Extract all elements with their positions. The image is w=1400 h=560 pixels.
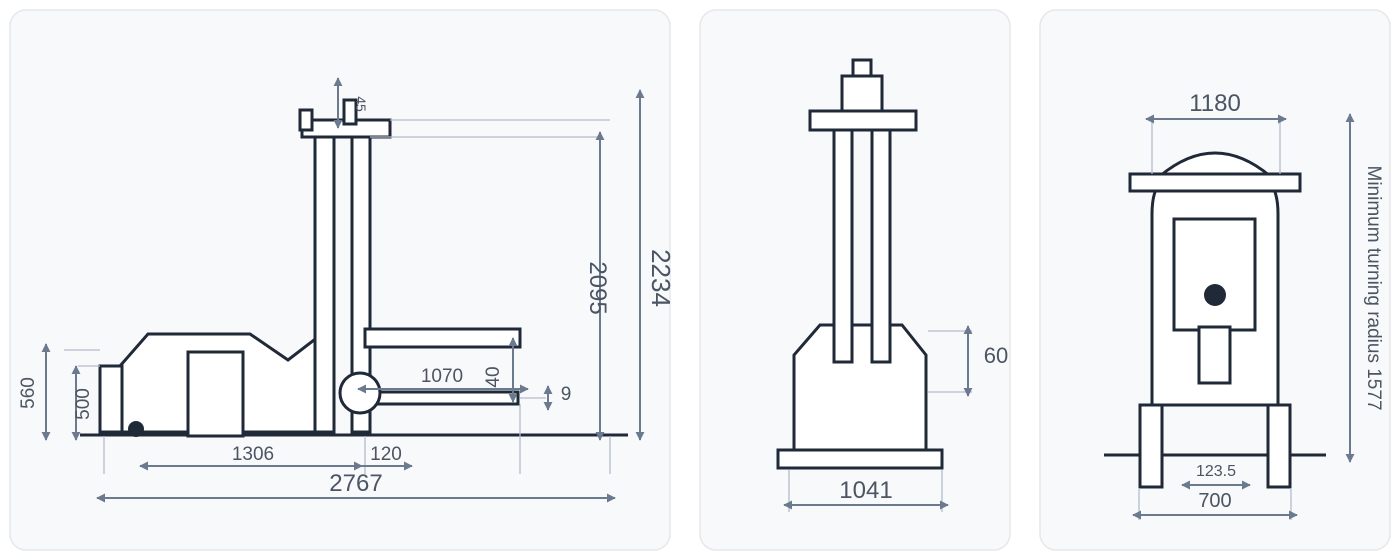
dim-fork-offset: 120 (370, 444, 402, 465)
front-top-bar (808, 109, 918, 132)
rear-wheel-left (1138, 403, 1164, 489)
front-base (776, 448, 944, 470)
rear-handle (1197, 325, 1232, 385)
dim-rear-top-width: 1180 (1189, 90, 1241, 117)
dim-overall-length: 2767 (329, 470, 382, 497)
front-chassis (792, 323, 928, 452)
rear-bumper (98, 364, 124, 434)
dim-height-500: 500 (73, 388, 94, 420)
rear-wheel (128, 421, 144, 437)
dim-height-560: 560 (18, 377, 39, 409)
dim-fork-thickness: 9 (561, 384, 572, 405)
front-wheel (338, 371, 382, 415)
rear-top-bar (1128, 172, 1302, 193)
dim-front-60: 60 (984, 343, 1008, 368)
mast-post-front (313, 135, 336, 434)
front-mast-left (832, 123, 854, 364)
dim-fork-lift: 40 (483, 366, 504, 387)
rear-dome (1155, 151, 1275, 178)
rear-panel (1172, 217, 1257, 332)
dim-top-small: 45 (353, 96, 369, 112)
dim-front-width: 1041 (839, 477, 892, 504)
dim-mast-height: 2095 (584, 261, 611, 314)
carriage-plate (363, 327, 522, 349)
dim-rear-wheel-track: 700 (1198, 490, 1231, 512)
fork-tine (368, 390, 520, 406)
front-top-box (840, 74, 884, 113)
side-view-panel: 2767 1306 120 2234 2095 560 500 1070 40 … (9, 9, 676, 551)
side-door (186, 350, 245, 438)
mast-top-block (298, 108, 314, 132)
front-mast-right (870, 123, 892, 364)
mast-top-sensor (342, 98, 358, 126)
dim-overall-height: 2234 (646, 249, 676, 307)
rear-wheel-right (1266, 403, 1292, 489)
front-top-sensor (851, 58, 873, 78)
rear-emergency-button (1204, 284, 1226, 306)
dim-rear-inner-gap: 123.5 (1196, 463, 1236, 480)
front-view-panel: 60 1041 (699, 9, 1011, 551)
rear-view-panel: 1180 Minimum turning radius 1577 123.5 7… (1039, 9, 1391, 551)
dim-turning-radius: Minimum turning radius 1577 (1363, 165, 1384, 410)
dim-fork-length: 1070 (421, 366, 463, 387)
dim-body-length: 1306 (232, 444, 274, 465)
